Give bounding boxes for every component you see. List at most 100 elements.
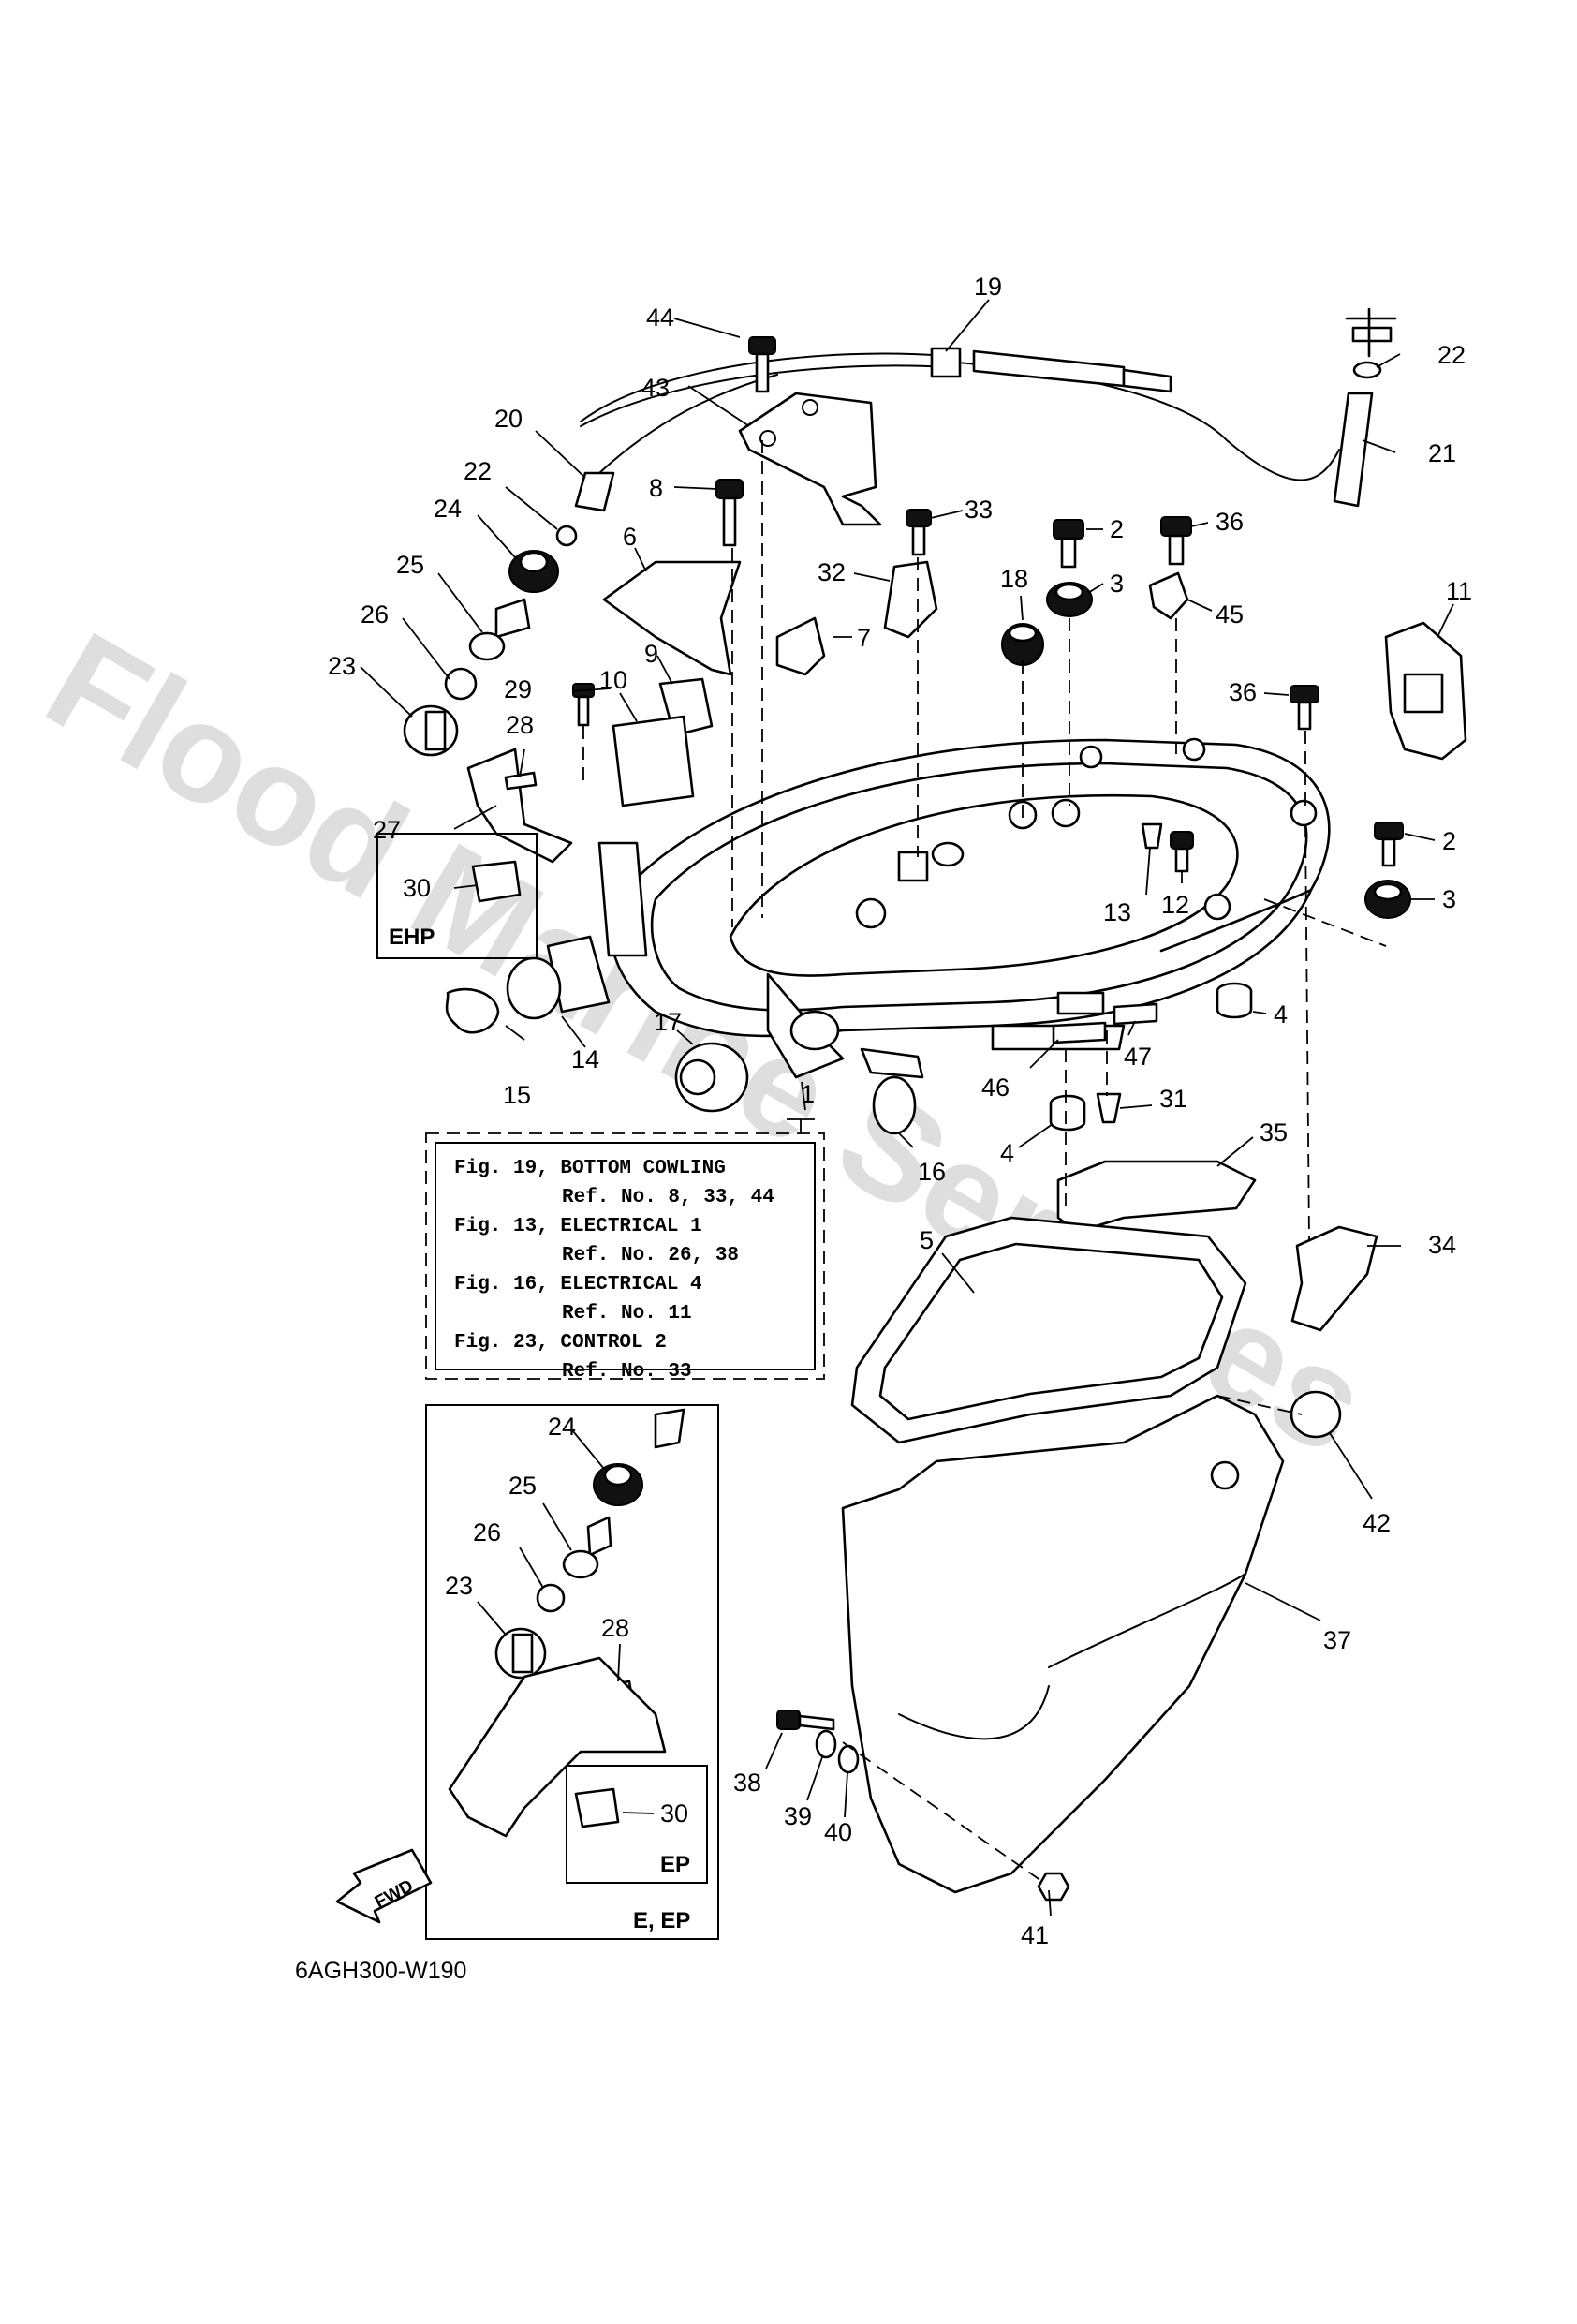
callout-47: 47: [1124, 1043, 1152, 1071]
callout-42: 42: [1363, 1509, 1391, 1537]
callout-numbers: 1 2 2 3 3 4 4 5 6 7 8 9 10 11 12 13 14 1…: [328, 273, 1472, 1949]
callout-45: 45: [1216, 600, 1244, 629]
nut-13: [1141, 822, 1163, 850]
callout-2-top: 2: [1110, 515, 1124, 543]
seal-5: [850, 1216, 1247, 1444]
ep-label: EP: [660, 1852, 690, 1877]
inset-grommet-26: [536, 1583, 566, 1613]
bracket-43: [738, 392, 882, 526]
nut-41: [1037, 1872, 1070, 1902]
bracket-34: [1290, 1225, 1378, 1332]
callout-37: 37: [1323, 1626, 1351, 1654]
ref-line-8: Ref. No. 33: [562, 1361, 692, 1383]
grommet-42: [1290, 1390, 1342, 1439]
inset-box-e-ep: [425, 1404, 719, 1940]
screw-12: [1170, 831, 1194, 873]
callout-4-right: 4: [1274, 1000, 1288, 1029]
e-ep-label: E, EP: [633, 1908, 690, 1933]
callout-17: 17: [654, 1008, 682, 1036]
callout-22-right: 22: [1437, 341, 1466, 369]
callout-43: 43: [641, 374, 670, 402]
grommet-14: [506, 935, 611, 1020]
ehp-label: EHP: [389, 925, 435, 950]
callout-36-side: 36: [1229, 678, 1257, 706]
inset-box-ep: [566, 1765, 708, 1884]
callout-3-side: 3: [1442, 885, 1456, 913]
callout-23: 23: [328, 652, 356, 680]
bolt-8: [715, 479, 744, 547]
callout-26-inset: 26: [473, 1518, 501, 1547]
screw-28: [504, 771, 538, 791]
callout-35: 35: [1260, 1118, 1288, 1147]
damper-3-side: [1364, 880, 1411, 919]
reference-box: [435, 1142, 816, 1370]
ref-line-2: Ref. No. 8, 33, 44: [562, 1187, 774, 1208]
leader-lines: [360, 299, 1454, 1917]
inset-bracket: [448, 1656, 667, 1838]
pad-10: [612, 715, 695, 807]
callout-22-left: 22: [464, 457, 492, 485]
callout-9: 9: [644, 640, 658, 668]
callout-20: 20: [494, 405, 523, 433]
callout-46: 46: [981, 1073, 1010, 1102]
inset-holder-23: [494, 1627, 547, 1680]
fwd-arrow: [335, 1848, 433, 1924]
grommet-26: [444, 667, 478, 701]
ref-line-4: Ref. No. 26, 38: [562, 1245, 739, 1266]
callout-27: 27: [373, 816, 401, 844]
lower-cowling-37: [841, 1394, 1285, 1894]
callout-18: 18: [1000, 565, 1028, 593]
callout-23-inset: 23: [445, 1572, 473, 1600]
reference-box-outer: [425, 1132, 825, 1380]
callout-14: 14: [571, 1045, 599, 1073]
grommet-16: [860, 1047, 924, 1135]
callout-13: 13: [1103, 898, 1131, 926]
gear-24: [508, 550, 559, 593]
bolt-36-top: [1160, 516, 1192, 566]
callout-8: 8: [649, 474, 663, 502]
callout-11: 11: [1446, 577, 1472, 605]
plate-6: [602, 560, 742, 676]
holder-23: [403, 704, 459, 757]
bolt-44: [748, 336, 776, 393]
callout-36-top: 36: [1216, 508, 1244, 536]
ref-line-3: Fig. 13, ELECTRICAL 1: [454, 1216, 702, 1237]
callout-19: 19: [974, 273, 1002, 301]
hose-21: [1333, 307, 1397, 508]
ref-line-6: Ref. No. 11: [562, 1303, 692, 1325]
collar-4-right: [1216, 982, 1253, 1019]
callout-10: 10: [599, 666, 627, 694]
callout-24-inset: 24: [548, 1413, 576, 1441]
callout-41: 41: [1021, 1921, 1049, 1949]
callout-34: 34: [1428, 1231, 1456, 1259]
collar-4-lower: [1049, 1094, 1086, 1132]
callout-24: 24: [434, 495, 462, 523]
callout-30-ehp: 30: [403, 874, 431, 902]
callout-1: 1: [801, 1080, 815, 1108]
cover-11: [1384, 621, 1467, 761]
bracket-27: [466, 748, 573, 864]
screw-38: [776, 1710, 835, 1731]
callout-40: 40: [824, 1818, 852, 1846]
bottom-cowling-frame: [597, 737, 1331, 1079]
ehp-clip-30: [471, 860, 522, 903]
label-46: [1052, 1021, 1107, 1044]
callout-4-lower: 4: [1000, 1139, 1014, 1167]
ref-line-7: Fig. 23, CONTROL 2: [454, 1332, 667, 1354]
alignment-lines: [582, 440, 1387, 1884]
bolt-36-side: [1290, 685, 1319, 731]
label-47: [1113, 1002, 1158, 1026]
clip-45: [1148, 571, 1189, 620]
grommet-17: [674, 1042, 749, 1113]
callout-39: 39: [784, 1802, 812, 1830]
bolt-2-top: [1053, 519, 1084, 569]
callout-28: 28: [506, 711, 534, 739]
washer-39: [815, 1729, 837, 1759]
callout-29: 29: [504, 675, 532, 703]
callout-12: 12: [1161, 891, 1189, 919]
callout-15: 15: [503, 1081, 531, 1109]
nut-31: [1096, 1092, 1122, 1124]
callout-7: 7: [857, 624, 871, 652]
